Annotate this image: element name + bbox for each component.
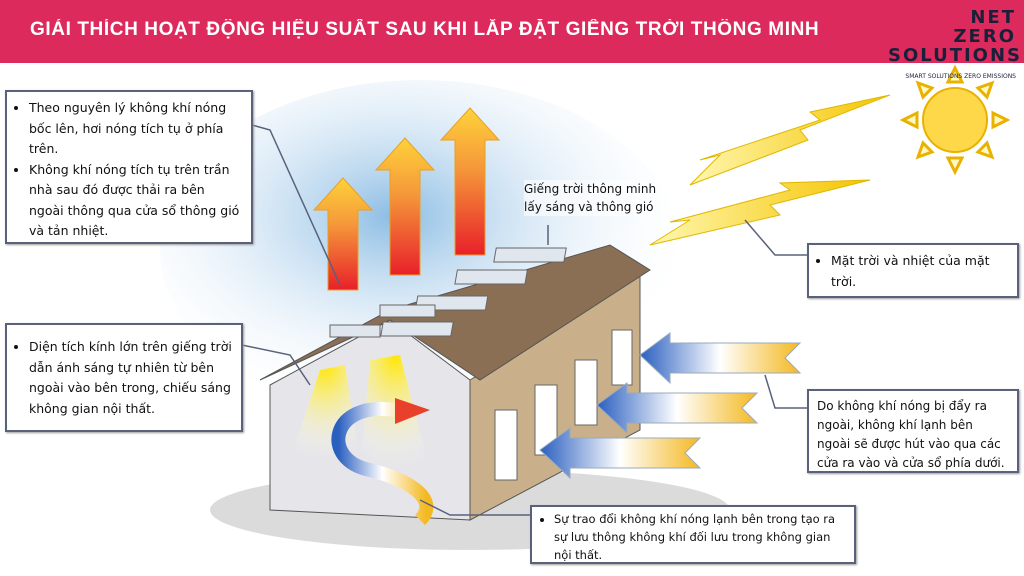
side-windows	[494, 329, 633, 481]
callout-text: Theo nguyên lý không khí nóng bốc lên, h…	[29, 98, 243, 160]
header-banner: GIẢI THÍCH HOẠT ĐỘNG HIỆU SUẤT SAU KHI L…	[0, 0, 1024, 63]
callout-exchange: Sự trao đổi không khí nóng lạnh bên tron…	[530, 505, 856, 564]
sun-ray-bolt	[649, 179, 871, 246]
logo-line: ZERO	[953, 26, 1016, 47]
callout-text: Do không khí nóng bị đẩy ra ngoài, không…	[817, 399, 1005, 470]
leader-lines	[241, 124, 807, 516]
hot-air-arrow	[439, 107, 501, 256]
callout-cold-air: Do không khí nóng bị đẩy ra ngoài, không…	[807, 389, 1019, 473]
skylight-label-line: Giếng trời thông minh	[524, 182, 657, 196]
hot-air-arrow	[312, 177, 374, 291]
skylight-label-line: lấy sáng và thông gió	[524, 200, 654, 214]
sun-ray-bolt	[689, 94, 891, 186]
logo-line: SOLUTIONS	[888, 45, 1023, 66]
convection-arrowhead	[395, 398, 430, 424]
hot-air-arrow	[374, 137, 436, 276]
sun-icon	[899, 64, 1011, 176]
skylight-label: Giếng trời thông minh lấy sáng và thông …	[524, 180, 657, 216]
callout-glass: Diện tích kính lớn trên giếng trời dẫn á…	[5, 323, 243, 432]
callout-text: Không khí nóng tích tụ trên trần nhà sau…	[29, 160, 243, 242]
callout-sun: Mặt trời và nhiệt của mặt trời.	[807, 243, 1019, 298]
cold-air-arrow	[596, 382, 759, 435]
skylight-panels	[329, 247, 567, 338]
page-title: GIẢI THÍCH HOẠT ĐỘNG HIỆU SUẤT SAU KHI L…	[30, 19, 820, 40]
brand-logo: NET ZERO SOLUTIONS SMART SOLUTIONS ZERO …	[888, 7, 1023, 86]
convection-arrow	[331, 401, 434, 525]
cold-air-arrow	[639, 332, 802, 385]
callout-text: Mặt trời và nhiệt của mặt trời.	[831, 251, 1009, 292]
callout-text: Sự trao đổi không khí nóng lạnh bên tron…	[554, 510, 846, 564]
callout-text: Diện tích kính lớn trên giếng trời dẫn á…	[29, 337, 233, 419]
cold-air-arrow	[539, 427, 702, 480]
logo-line: NET	[970, 7, 1016, 28]
callout-hot-air: Theo nguyên lý không khí nóng bốc lên, h…	[5, 90, 253, 244]
logo-tagline: SMART SOLUTIONS ZERO EMISSIONS	[905, 73, 1016, 80]
